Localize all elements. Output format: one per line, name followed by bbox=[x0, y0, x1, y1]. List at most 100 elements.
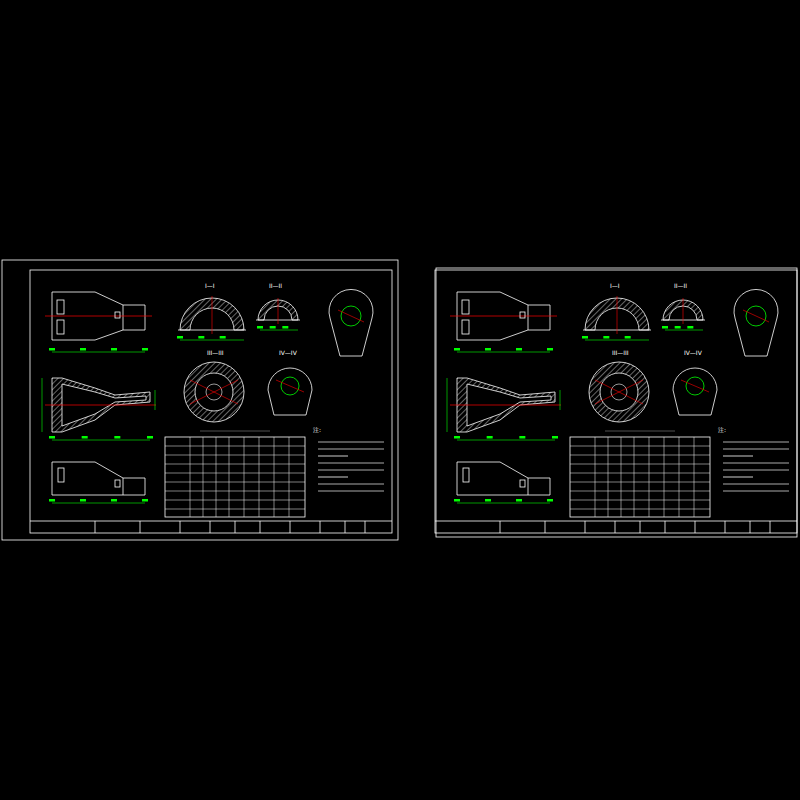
dim-text bbox=[547, 348, 553, 351]
dim-text bbox=[177, 336, 183, 339]
line bbox=[260, 521, 261, 533]
section-label: II—II bbox=[268, 283, 283, 289]
line bbox=[570, 455, 710, 456]
line bbox=[595, 380, 643, 404]
dim-text bbox=[80, 499, 86, 502]
frame bbox=[30, 270, 392, 533]
frame bbox=[462, 300, 469, 314]
line bbox=[723, 490, 789, 491]
dim-text bbox=[142, 348, 148, 351]
line bbox=[570, 500, 710, 501]
line bbox=[216, 437, 217, 517]
line bbox=[165, 464, 305, 465]
dim-text bbox=[516, 348, 522, 351]
frame bbox=[58, 468, 64, 482]
line bbox=[695, 521, 696, 533]
dim-text bbox=[270, 326, 276, 329]
sheet bbox=[435, 270, 797, 533]
ring-section bbox=[589, 362, 649, 422]
line bbox=[450, 316, 557, 317]
dim-text bbox=[80, 348, 86, 351]
line bbox=[640, 521, 641, 533]
line bbox=[457, 503, 550, 504]
line bbox=[585, 521, 586, 533]
line bbox=[723, 441, 789, 442]
line bbox=[259, 437, 260, 517]
frame bbox=[436, 268, 797, 537]
dim-text bbox=[198, 336, 204, 339]
dim-text bbox=[662, 326, 668, 329]
section-label: I—I bbox=[204, 283, 216, 289]
sheet bbox=[30, 270, 392, 533]
frame bbox=[520, 480, 525, 487]
section-label: IV—IV bbox=[683, 350, 703, 356]
frame bbox=[463, 468, 469, 482]
line bbox=[500, 521, 501, 533]
line bbox=[621, 437, 622, 517]
dim-text bbox=[282, 326, 288, 329]
line bbox=[723, 462, 789, 463]
section-label: IV—IV bbox=[278, 350, 298, 356]
line bbox=[634, 437, 635, 517]
line bbox=[585, 340, 649, 341]
outline bbox=[734, 289, 778, 356]
line bbox=[615, 521, 616, 533]
frame bbox=[115, 312, 120, 318]
line bbox=[190, 380, 238, 404]
outline bbox=[329, 289, 373, 356]
line bbox=[338, 310, 364, 322]
dim-text bbox=[82, 436, 88, 439]
line bbox=[595, 437, 596, 517]
section-label: II—II bbox=[673, 283, 688, 289]
line bbox=[679, 437, 680, 517]
line bbox=[165, 509, 305, 510]
line bbox=[274, 437, 275, 517]
dim-text bbox=[603, 336, 609, 339]
line bbox=[210, 521, 211, 533]
line bbox=[617, 296, 618, 334]
line bbox=[665, 521, 666, 533]
line bbox=[318, 441, 384, 442]
line bbox=[723, 483, 789, 484]
line bbox=[723, 448, 789, 449]
dim-text bbox=[220, 336, 226, 339]
line bbox=[560, 390, 561, 410]
frame bbox=[57, 300, 64, 314]
section-label: I—I bbox=[609, 283, 621, 289]
line bbox=[447, 378, 448, 432]
line bbox=[52, 503, 145, 504]
line bbox=[278, 298, 279, 324]
dim-text bbox=[625, 336, 631, 339]
line bbox=[723, 476, 753, 477]
line bbox=[435, 521, 797, 522]
line bbox=[318, 455, 348, 456]
line bbox=[605, 431, 675, 432]
line bbox=[235, 521, 236, 533]
dim-text bbox=[519, 436, 525, 439]
line bbox=[318, 476, 348, 477]
line bbox=[318, 462, 384, 463]
frame bbox=[462, 320, 469, 334]
line bbox=[123, 478, 124, 495]
dim-text bbox=[142, 499, 148, 502]
outline bbox=[268, 368, 312, 415]
line bbox=[45, 405, 156, 406]
line bbox=[570, 473, 710, 474]
line bbox=[318, 483, 384, 484]
line bbox=[320, 521, 321, 533]
line bbox=[750, 521, 751, 533]
line bbox=[318, 490, 384, 491]
line bbox=[95, 521, 96, 533]
section-label: 注: bbox=[717, 427, 727, 433]
line bbox=[528, 305, 529, 330]
line bbox=[276, 380, 304, 392]
line bbox=[52, 440, 150, 441]
line bbox=[570, 464, 710, 465]
dim-text bbox=[485, 348, 491, 351]
frame bbox=[165, 437, 305, 517]
line bbox=[665, 330, 703, 331]
dim-text bbox=[687, 326, 693, 329]
line bbox=[318, 448, 384, 449]
frame bbox=[570, 437, 710, 517]
